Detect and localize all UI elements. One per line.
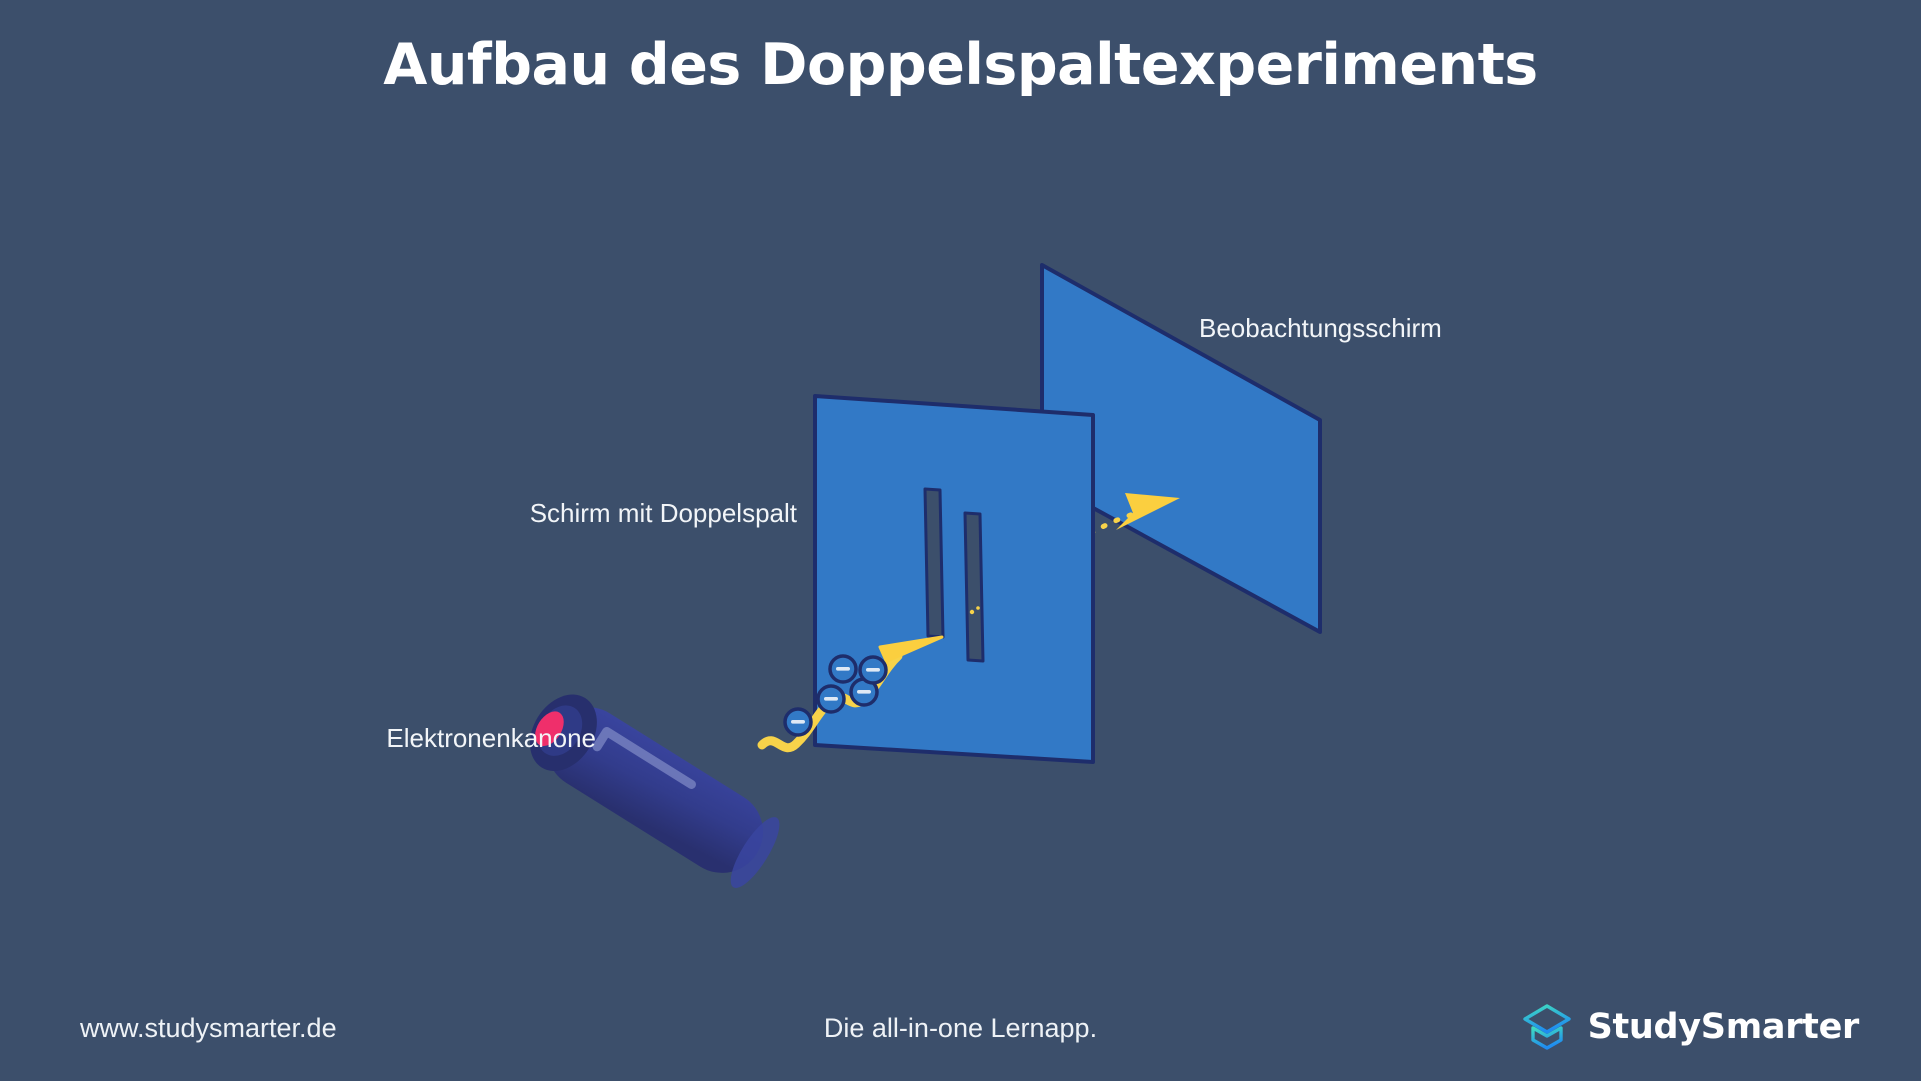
observation-screen xyxy=(1040,263,1322,634)
page-title: Aufbau des Doppelspaltexperiments xyxy=(383,32,1538,98)
observation-screen-plane xyxy=(1040,263,1322,634)
brand-logo[interactable]: StudySmarter xyxy=(1520,1000,1859,1054)
electron-gun-highlight xyxy=(592,726,696,789)
label-observation-screen: Beobachtungsschirm xyxy=(1199,313,1442,343)
electron-particle-group xyxy=(783,654,888,737)
graduation-cap-icon xyxy=(1522,1004,1571,1050)
incident-electron-beam xyxy=(757,635,944,753)
slit-spark-marker xyxy=(969,606,980,615)
electron-gun-emitter xyxy=(535,711,564,747)
electron-gun xyxy=(529,694,780,888)
label-slit-screen: Schirm mit Doppelspalt xyxy=(529,498,797,528)
electron-particle xyxy=(816,684,846,714)
diffracted-beam-arrowhead xyxy=(1116,493,1180,530)
electron-particle xyxy=(828,654,858,684)
slit-aperture-right xyxy=(963,511,985,663)
slit-aperture-left xyxy=(923,487,945,639)
brand-wordmark: StudySmarter xyxy=(1587,1007,1860,1047)
electron-gun-front-rim xyxy=(730,817,780,888)
label-electron-gun: Elektronenkanone xyxy=(386,723,596,753)
electron-particle xyxy=(858,655,888,685)
footer-website-url[interactable]: www.studysmarter.de xyxy=(80,1013,337,1043)
electron-particle xyxy=(783,707,813,737)
footer-tagline: Die all-in-one Lernapp. xyxy=(823,1013,1098,1043)
